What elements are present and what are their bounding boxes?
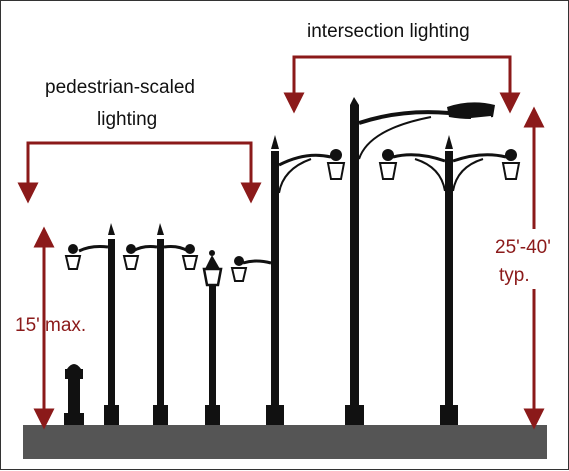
max-height-label: 15' max. <box>15 315 86 336</box>
pedestrian-pole-single-arm <box>64 223 119 425</box>
intersection-pole-cobra-head <box>345 97 495 425</box>
pedestrian-bracket <box>17 141 262 204</box>
typ-height-label-line1: 25'-40' <box>495 237 551 258</box>
intersection-pole-single-arm <box>266 135 346 425</box>
bollard-light <box>64 364 84 425</box>
pedestrian-pole-wall-arm <box>230 256 272 282</box>
typ-height-label-line2: typ. <box>499 265 530 286</box>
intersection-pole-double-arm <box>378 135 521 425</box>
intersection-bracket <box>283 55 521 114</box>
intersection-label: intersection lighting <box>307 21 470 42</box>
pedestrian-pole-post-top <box>202 250 223 425</box>
ground-strip <box>23 425 547 459</box>
pedestrian-pole-double-arm <box>122 223 199 425</box>
pedestrian-label-line1: pedestrian-scaled <box>45 77 195 98</box>
pedestrian-label-line2: lighting <box>97 109 157 130</box>
